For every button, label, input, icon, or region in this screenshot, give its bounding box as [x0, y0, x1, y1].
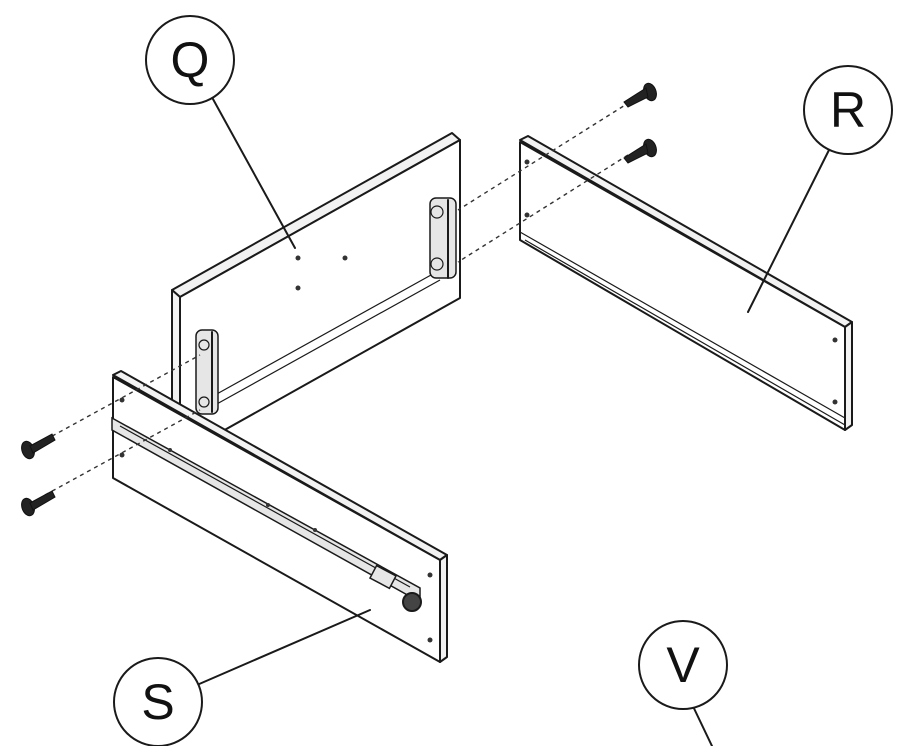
callout-r-label: R: [830, 82, 866, 138]
callout-v: V: [638, 620, 728, 710]
screw-icon: [623, 138, 657, 164]
bracket-icon: [195, 329, 219, 415]
screw-icon: [623, 82, 657, 108]
callout-v-label: V: [666, 637, 700, 693]
screw-icon: [21, 433, 56, 460]
screw-icon: [21, 490, 56, 517]
callout-s-label: S: [141, 674, 174, 730]
callout-q: Q: [145, 15, 235, 105]
callout-q-label: Q: [171, 32, 210, 88]
panel-r: [519, 135, 853, 431]
callout-r: R: [803, 65, 893, 155]
leader-lines: [189, 89, 831, 746]
assembly-guide-lines: [44, 101, 631, 496]
callout-s: S: [113, 657, 203, 746]
panel-s: [111, 370, 448, 663]
bracket-icon: [429, 197, 457, 279]
